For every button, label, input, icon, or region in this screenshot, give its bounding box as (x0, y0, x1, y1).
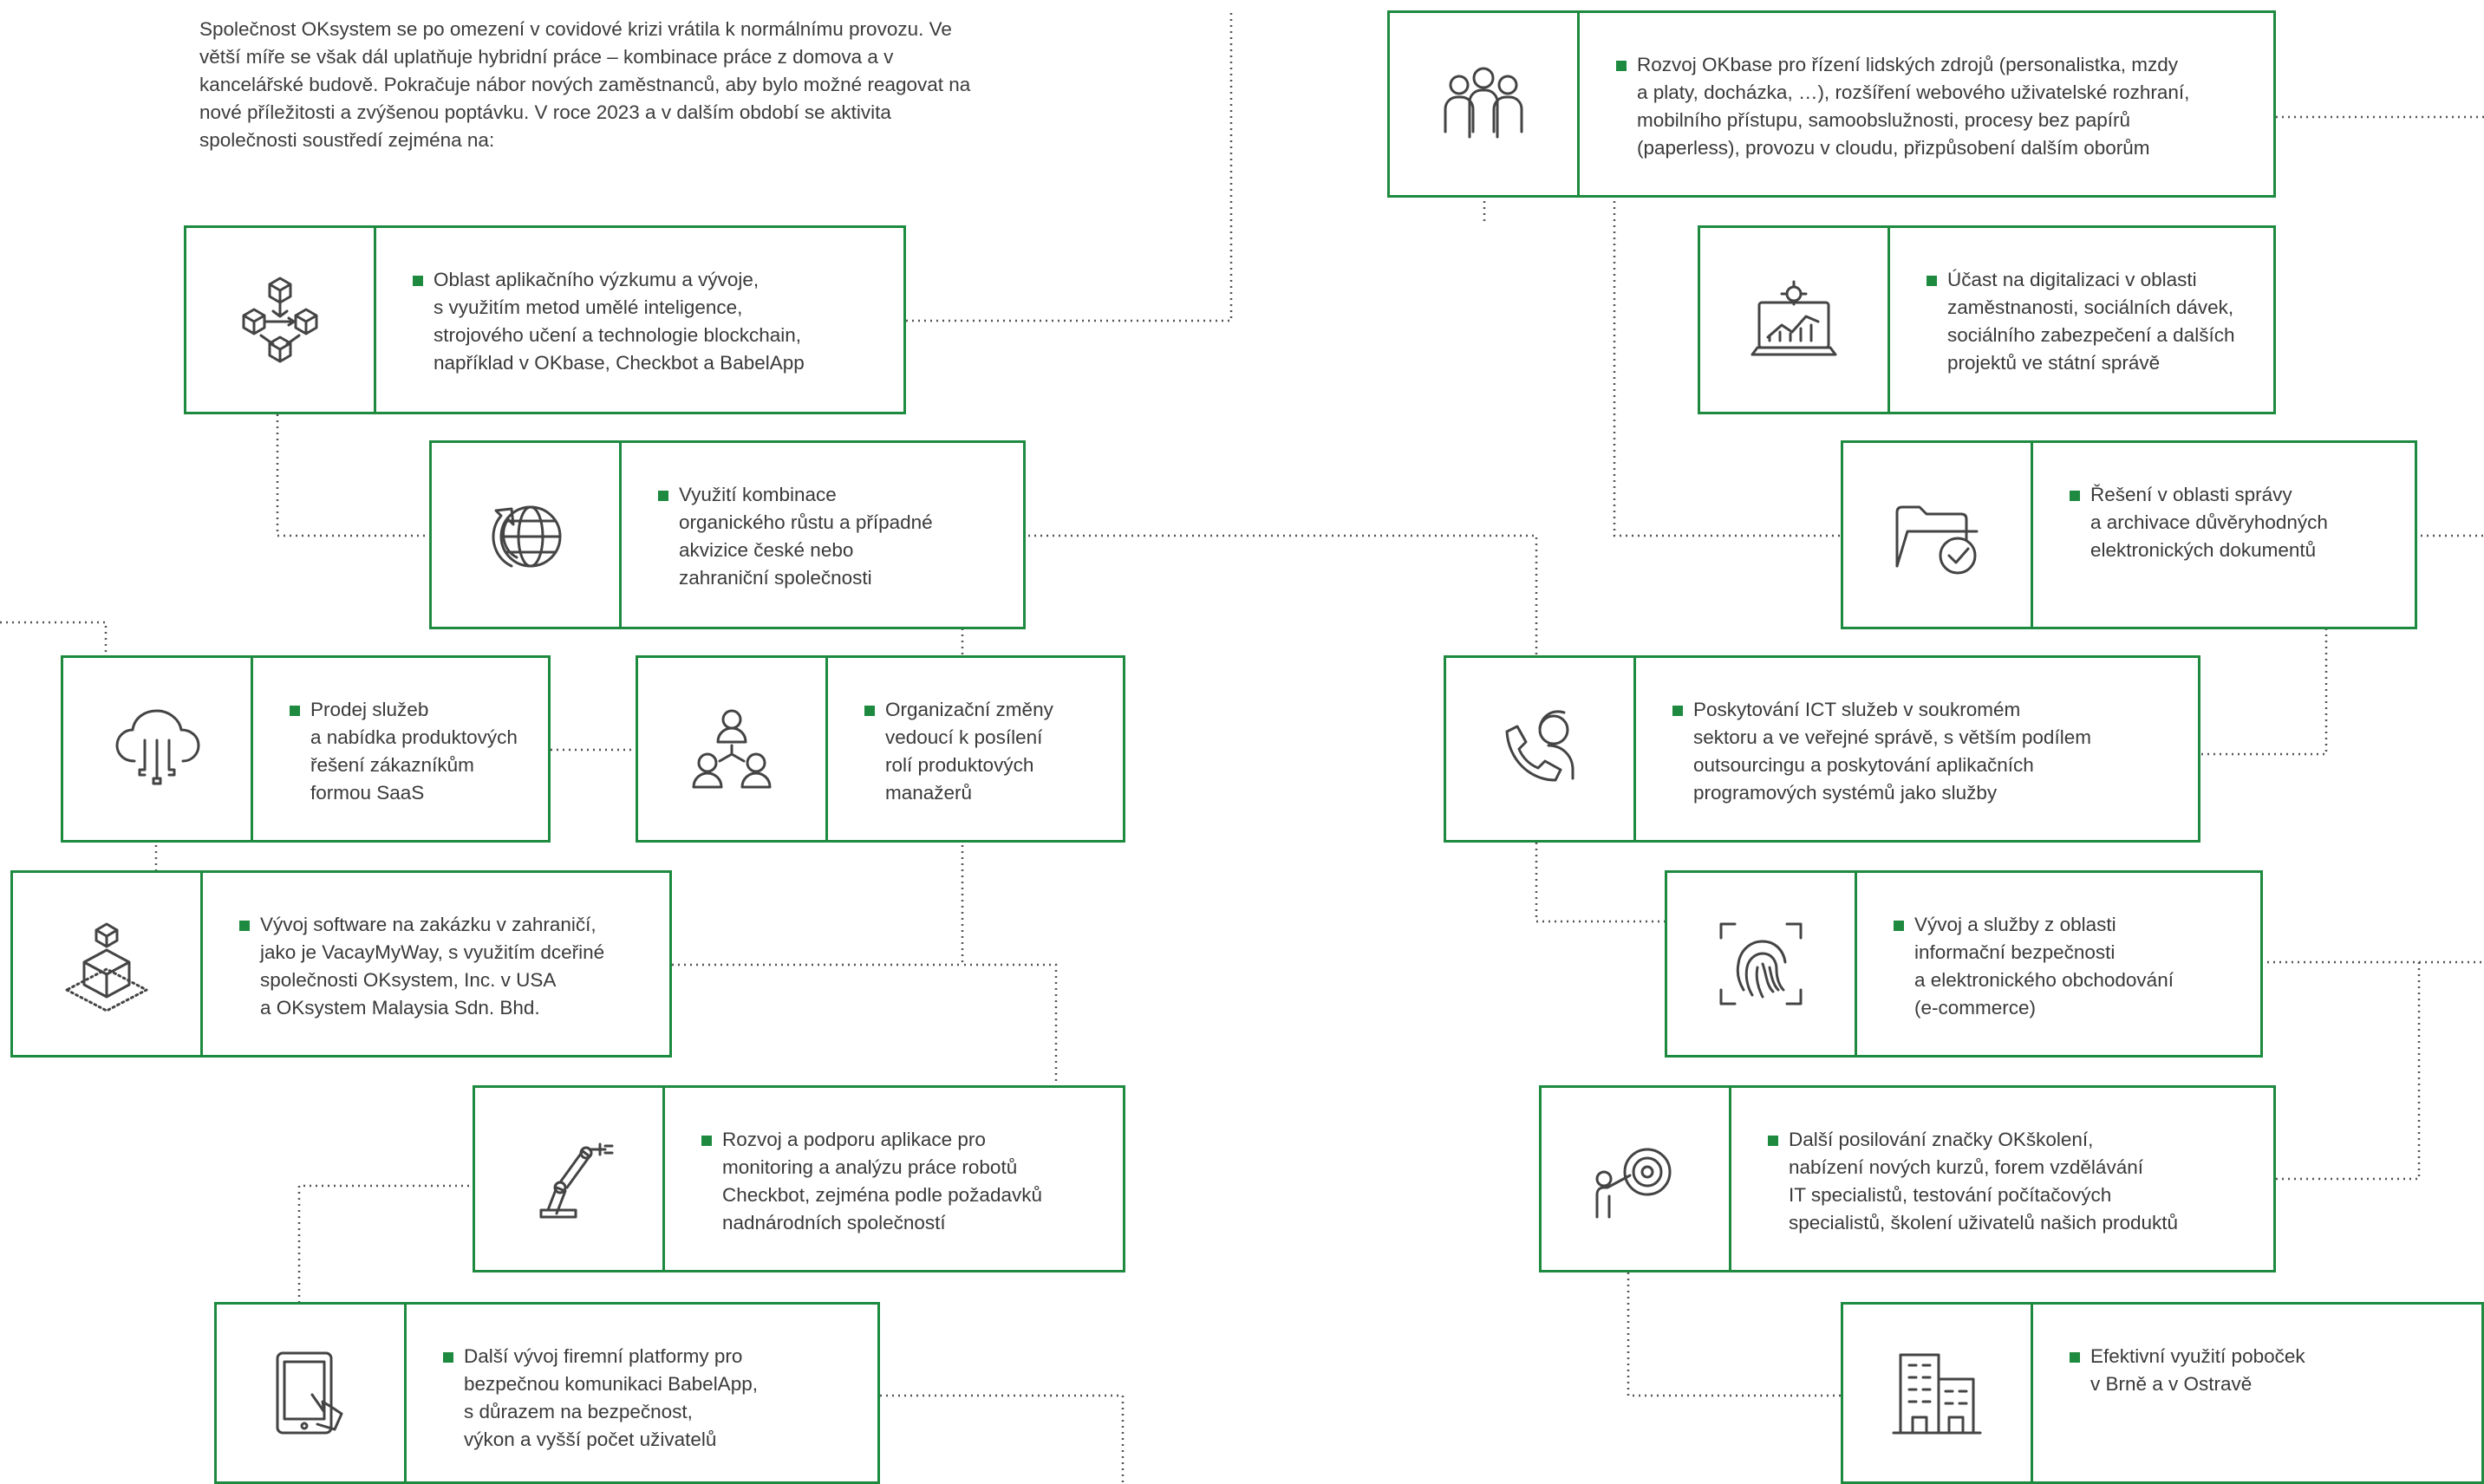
card-training-text: Další posilování značky OKškolení, nabíz… (1731, 1088, 2204, 1270)
cloud-icon (63, 658, 253, 840)
card-ict: Poskytování ICT služeb v soukromém sekto… (1444, 655, 2200, 843)
card-documents: Řešení v oblasti správy a archivace důvě… (1841, 440, 2417, 629)
card-growth-text: Využití kombinace organického růstu a př… (622, 443, 959, 627)
fingerprint-icon (1667, 873, 1857, 1055)
card-ict-text: Poskytování ICT služeb v soukromém sekto… (1636, 658, 2117, 840)
blockchain-cubes-icon (186, 228, 376, 412)
card-org: Organizační změny vedoucí k posílení rol… (636, 655, 1125, 843)
card-babelapp-text: Další vývoj firemní platformy pro bezpeč… (407, 1305, 784, 1481)
card-babelapp: Další vývoj firemní platformy pro bezpeč… (214, 1302, 880, 1484)
card-digital-text: Účast na digitalizaci v oblasti zaměstna… (1890, 228, 2260, 412)
card-checkbot-text: Rozvoj a podporu aplikace pro monitoring… (665, 1088, 1068, 1270)
card-abroad: Vývoj software na zakázku v zahraničí, j… (10, 870, 672, 1058)
card-growth: Využití kombinace organického růstu a př… (429, 440, 1026, 629)
robot-arm-icon (475, 1088, 665, 1270)
card-saas-text: Prodej služeb a nabídka produktových řeš… (253, 658, 544, 840)
card-org-text: Organizační změny vedoucí k posílení rol… (828, 658, 1079, 840)
card-digital: Účast na digitalizaci v oblasti zaměstna… (1698, 225, 2276, 414)
intro-text: Společnost OKsystem se po omezení v covi… (199, 18, 971, 151)
tablet-touch-icon (217, 1305, 407, 1481)
folder-check-icon (1843, 443, 2033, 627)
card-branches-text: Efektivní využití poboček v Brně a v Ost… (2033, 1305, 2331, 1481)
card-okbase-text: Rozvoj OKbase pro řízení lidských zdrojů… (1580, 13, 2215, 195)
card-research: Oblast aplikačního výzkumu a vývoje, s v… (184, 225, 906, 414)
phone-support-icon (1446, 658, 1636, 840)
team-hierarchy-icon (638, 658, 828, 840)
people-group-icon (1390, 13, 1580, 195)
card-research-text: Oblast aplikačního výzkumu a vývoje, s v… (376, 228, 831, 412)
card-security: Vývoj a služby z oblasti informační bezp… (1665, 870, 2263, 1058)
office-building-icon (1843, 1305, 2033, 1481)
card-security-text: Vývoj a služby z oblasti informační bezp… (1857, 873, 2200, 1055)
globe-growth-icon (432, 443, 622, 627)
card-saas: Prodej služeb a nabídka produktových řeš… (61, 655, 551, 843)
box-platform-icon (13, 873, 203, 1055)
laptop-chart-icon (1700, 228, 1890, 412)
card-okbase: Rozvoj OKbase pro řízení lidských zdrojů… (1387, 10, 2276, 198)
card-branches: Efektivní využití poboček v Brně a v Ost… (1841, 1302, 2484, 1484)
target-presenter-icon (1542, 1088, 1731, 1270)
card-documents-text: Řešení v oblasti správy a archivace důvě… (2033, 443, 2354, 627)
card-checkbot: Rozvoj a podporu aplikace pro monitoring… (473, 1085, 1125, 1272)
card-training: Další posilování značky OKškolení, nabíz… (1539, 1085, 2276, 1272)
card-abroad-text: Vývoj software na zakázku v zahraničí, j… (203, 873, 630, 1055)
